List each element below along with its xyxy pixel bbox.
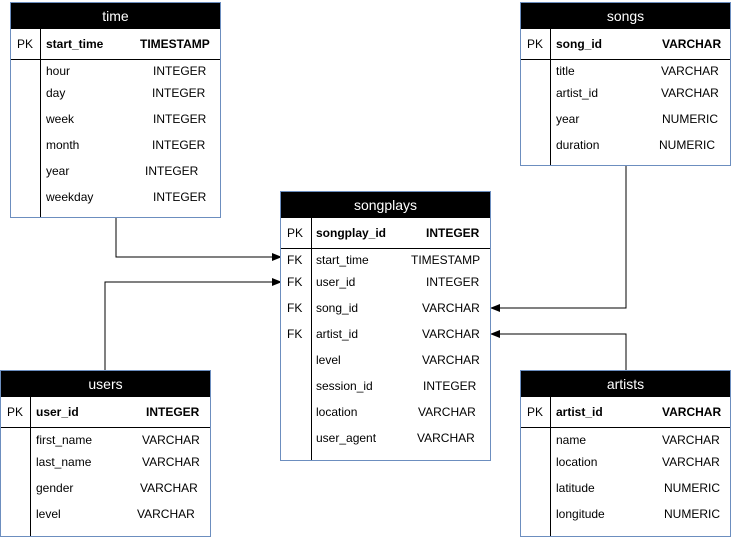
field-type: INTEGER <box>423 379 477 393</box>
fk-label: FK <box>287 327 303 341</box>
entity-songplays[interactable]: songplays PK songplay_id INTEGER FK star… <box>280 191 491 461</box>
field-name: first_name <box>36 433 93 447</box>
field-type: VARCHAR <box>422 327 480 341</box>
field-type: INTEGER <box>152 86 206 100</box>
pk-label: PK <box>527 405 544 419</box>
field-name: last_name <box>36 455 92 469</box>
entity-title: songplays <box>281 192 490 218</box>
field-name: location <box>556 455 598 469</box>
field-type: VARCHAR <box>140 481 198 495</box>
field-type: NUMERIC <box>659 138 715 152</box>
pk-row: PK user_id INTEGER <box>1 397 210 428</box>
field-name: month <box>46 138 80 152</box>
field-type: VARCHAR <box>422 353 480 367</box>
field-name: user_agent <box>316 431 377 445</box>
field-type: VARCHAR <box>422 301 480 315</box>
field-name: weekday <box>46 190 94 204</box>
pk-row: PK artist_id VARCHAR <box>521 397 730 428</box>
entity-title: time <box>11 3 220 29</box>
field-name: level <box>36 507 61 521</box>
field-type: NUMERIC <box>664 507 720 521</box>
field-name: hour <box>46 64 71 78</box>
pk-label: PK <box>17 37 34 51</box>
edge-time-songplays <box>115 218 282 261</box>
entity-title: artists <box>521 371 730 397</box>
field-type: VARCHAR <box>661 86 719 100</box>
field-type: INTEGER <box>153 112 207 126</box>
pk-row: PK songplay_id INTEGER <box>281 218 490 249</box>
entity-artists[interactable]: artists PK artist_id VARCHAR name VARCHA… <box>520 370 731 537</box>
pk-label: PK <box>7 405 24 419</box>
field-type: VARCHAR <box>661 64 719 78</box>
pk-field-name: song_id <box>556 37 603 51</box>
field-type: INTEGER <box>153 64 207 78</box>
field-type: INTEGER <box>153 190 207 204</box>
field-name: start_time <box>316 253 369 267</box>
pk-field-name: user_id <box>36 405 79 419</box>
column-divider <box>30 397 31 536</box>
fk-label: FK <box>287 275 303 289</box>
pk-field-type: VARCHAR <box>662 405 722 419</box>
pk-label: PK <box>527 37 544 51</box>
field-name: session_id <box>316 379 373 393</box>
field-name: gender <box>36 481 74 495</box>
fk-label: FK <box>287 301 303 315</box>
field-type: INTEGER <box>152 138 206 152</box>
field-name: longitude <box>556 507 605 521</box>
pk-field-type: VARCHAR <box>662 37 722 51</box>
field-type: NUMERIC <box>662 112 718 126</box>
pk-field-name: start_time <box>46 37 104 51</box>
column-divider <box>550 29 551 165</box>
field-name: location <box>316 405 358 419</box>
pk-field-name: artist_id <box>556 405 603 419</box>
field-type: VARCHAR <box>142 455 200 469</box>
column-divider <box>550 397 551 536</box>
pk-field-name: songplay_id <box>316 226 387 240</box>
field-name: user_id <box>316 275 356 289</box>
edge-artists-songplays <box>490 330 627 370</box>
entity-title: users <box>1 371 210 397</box>
field-name: song_id <box>316 301 359 315</box>
pk-field-type: INTEGER <box>146 405 200 419</box>
pk-field-type: TIMESTAMP <box>140 37 210 51</box>
field-type: TIMESTAMP <box>411 253 481 267</box>
field-type: INTEGER <box>426 275 480 289</box>
edge-users-songplays <box>104 278 282 370</box>
field-name: artist_id <box>316 327 359 341</box>
pk-row: PK song_id VARCHAR <box>521 29 730 60</box>
pk-label: PK <box>287 226 304 240</box>
entity-title: songs <box>521 3 730 29</box>
field-type: VARCHAR <box>662 433 720 447</box>
column-divider <box>311 218 312 460</box>
field-type: VARCHAR <box>142 433 200 447</box>
field-type: NUMERIC <box>664 481 720 495</box>
field-name: duration <box>556 138 600 152</box>
field-name: artist_id <box>556 86 599 100</box>
field-name: year <box>46 164 70 178</box>
entity-users[interactable]: users PK user_id INTEGER first_name VARC… <box>0 370 211 537</box>
field-type: INTEGER <box>145 164 199 178</box>
column-divider <box>40 29 41 217</box>
pk-row: PK start_time TIMESTAMP <box>11 29 220 60</box>
field-name: level <box>316 353 341 367</box>
field-name: name <box>556 433 587 447</box>
field-name: latitude <box>556 481 595 495</box>
entity-time[interactable]: time PK start_time TIMESTAMP hour INTEGE… <box>10 2 221 218</box>
field-type: VARCHAR <box>662 455 720 469</box>
pk-field-type: INTEGER <box>426 226 480 240</box>
field-name: day <box>46 86 66 100</box>
fk-label: FK <box>287 253 303 267</box>
field-type: VARCHAR <box>418 405 476 419</box>
entity-songs[interactable]: songs PK song_id VARCHAR title VARCHAR a… <box>520 2 731 166</box>
edge-songs-songplays <box>490 166 627 312</box>
field-type: VARCHAR <box>137 507 195 521</box>
field-name: year <box>556 112 580 126</box>
field-type: VARCHAR <box>417 431 475 445</box>
field-name: title <box>556 64 575 78</box>
field-name: week <box>46 112 75 126</box>
